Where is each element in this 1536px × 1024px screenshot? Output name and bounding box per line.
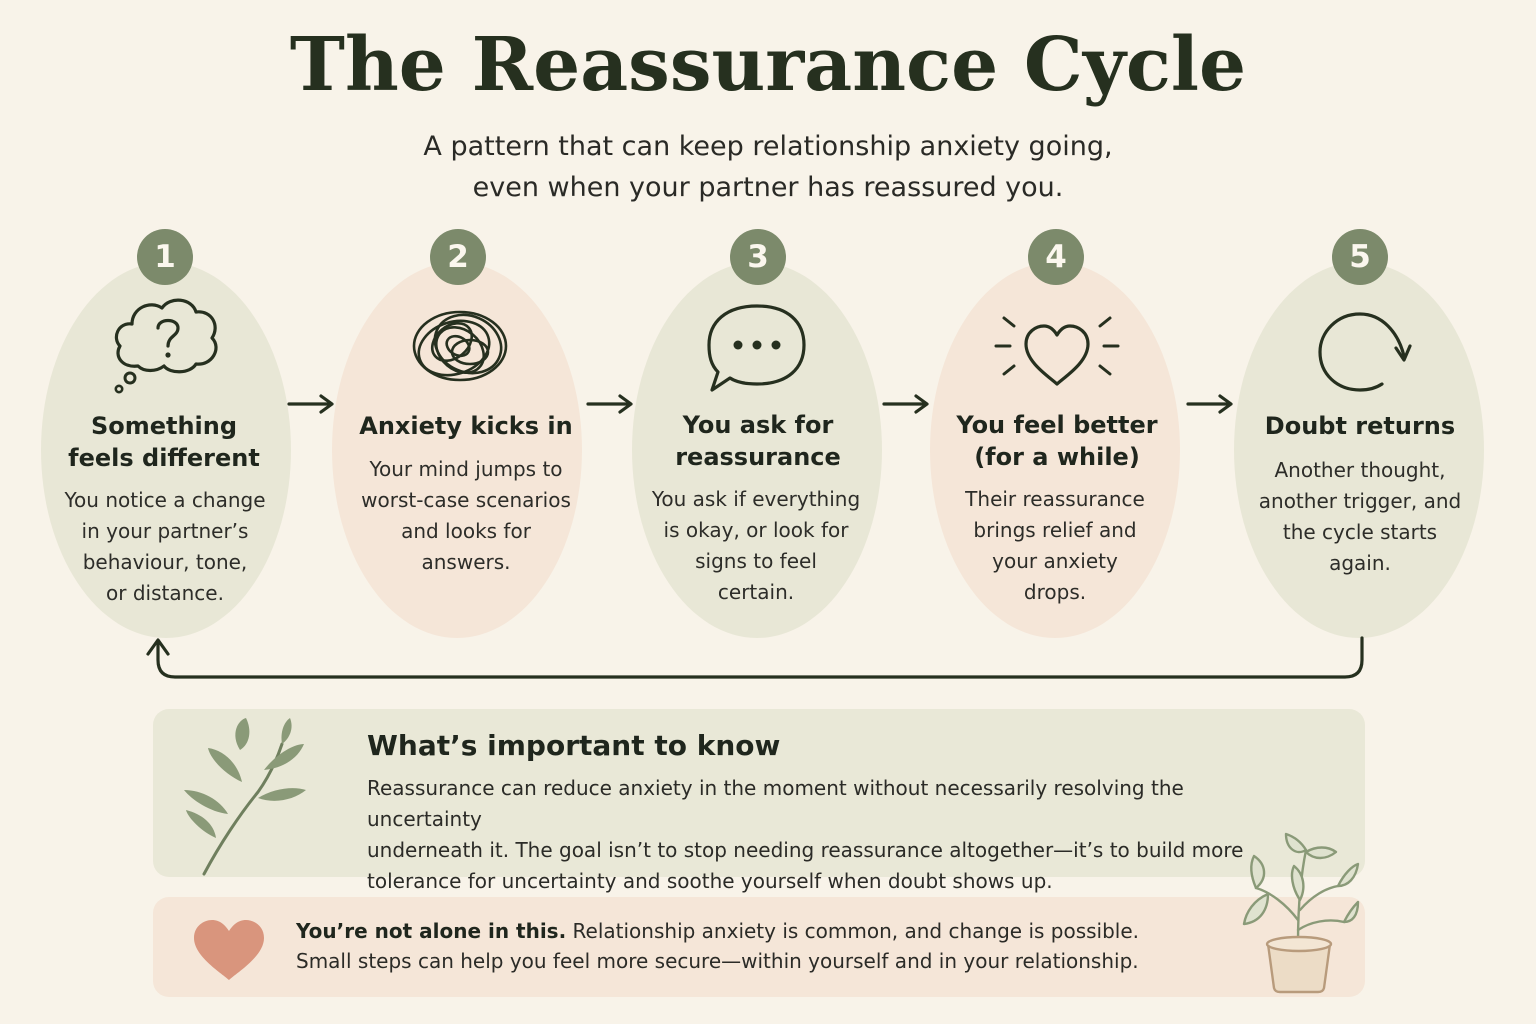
step-4-description: Their reassurance brings relief and your… xyxy=(937,484,1173,608)
encouragement-panel xyxy=(153,897,1365,997)
step-3-description-line: certain. xyxy=(717,580,795,604)
info-text: Reassurance can reduce anxiety in the mo… xyxy=(367,773,1267,897)
encouragement-text: You’re not alone in this. Relationship a… xyxy=(296,916,1196,976)
step-4-card xyxy=(930,262,1180,638)
step-2-description-line: answers. xyxy=(421,550,511,574)
step-3-description-line: is okay, or look for xyxy=(663,518,849,542)
step-1-title-line-2: feels different xyxy=(68,444,260,472)
encouragement-bold: You’re not alone in this. xyxy=(296,919,567,943)
circular-arrow-icon xyxy=(1318,312,1412,392)
step-2-description: Your mind jumps to worst-case scenarios … xyxy=(348,454,584,578)
arrow-right-icon xyxy=(287,394,334,414)
info-text-line: underneath it. The goal isn’t to stop ne… xyxy=(367,838,1244,862)
step-2-description-line: worst-case scenarios xyxy=(361,488,571,512)
step-2-card xyxy=(332,262,582,638)
step-3-description-line: You ask if everything xyxy=(651,487,861,511)
step-3-number-badge: 3 xyxy=(730,229,786,285)
encouragement-line-2: Small steps can help you feel more secur… xyxy=(296,949,1139,973)
step-1-description-line: You notice a change xyxy=(64,488,266,512)
step-5-description-line: again. xyxy=(1329,551,1391,575)
tangled-scribble-icon xyxy=(412,310,508,382)
step-1-description: You notice a change in your partner’s be… xyxy=(47,485,283,609)
info-text-line: tolerance for uncertainty and soothe you… xyxy=(367,869,1053,893)
step-4-title-line-2: (for a while) xyxy=(974,443,1140,471)
speech-bubble-icon xyxy=(707,304,806,392)
step-5-card xyxy=(1234,262,1484,638)
info-text-line: Reassurance can reduce anxiety in the mo… xyxy=(367,776,1184,831)
step-3-description: You ask if everything is okay, or look f… xyxy=(638,484,874,608)
arrow-right-icon xyxy=(586,394,633,414)
step-5-title-line-1: Doubt returns xyxy=(1264,412,1456,440)
step-3-title-line-1: You ask for xyxy=(682,411,834,439)
step-3-card xyxy=(632,262,882,638)
leaf-branch-icon xyxy=(184,718,306,876)
thought-cloud-question-icon xyxy=(114,298,218,394)
step-1-card xyxy=(41,262,291,638)
page-subtitle: A pattern that can keep relationship anx… xyxy=(318,126,1218,208)
step-2-description-line: Your mind jumps to xyxy=(369,457,563,481)
step-4-title-line-1: You feel better xyxy=(956,411,1158,439)
step-5-description-line: another trigger, and xyxy=(1258,489,1462,513)
step-4-description-line: Their reassurance xyxy=(965,487,1145,511)
step-1-title-line-1: Something xyxy=(90,412,238,440)
step-5-number-badge: 5 xyxy=(1332,229,1388,285)
step-1-title: Something feels different xyxy=(39,410,289,474)
subtitle-line-1: A pattern that can keep relationship anx… xyxy=(423,131,1113,162)
step-2-title-line-1: Anxiety kicks in xyxy=(359,412,573,440)
info-panel xyxy=(153,709,1365,877)
step-2-description-line: and looks for xyxy=(401,519,531,543)
step-4-description-line: brings relief and xyxy=(973,518,1137,542)
step-4-description-line: your anxiety xyxy=(992,549,1118,573)
step-5-description-line: the cycle starts xyxy=(1282,520,1438,544)
page-title: The Reassurance Cycle xyxy=(289,22,1247,108)
step-3-title-line-2: reassurance xyxy=(675,443,841,471)
step-5-description-line: Another thought, xyxy=(1274,458,1446,482)
step-5-description: Another thought, another trigger, and th… xyxy=(1242,455,1478,579)
subtitle-line-2: even when your partner has reassured you… xyxy=(472,172,1064,203)
encouragement-line-1-rest: Relationship anxiety is common, and chan… xyxy=(566,919,1140,943)
step-1-number-badge: 1 xyxy=(137,229,193,285)
step-1-description-line: behaviour, tone, xyxy=(82,550,248,574)
step-1-description-line: in your partner’s xyxy=(81,519,249,543)
step-4-number-badge: 4 xyxy=(1028,229,1084,285)
step-4-description-line: drops. xyxy=(1023,580,1087,604)
step-2-number-badge: 2 xyxy=(430,229,486,285)
arrow-right-icon xyxy=(882,394,929,414)
step-5-title: Doubt returns xyxy=(1235,410,1485,442)
arrow-right-icon xyxy=(1186,394,1233,414)
step-1-description-line: or distance. xyxy=(106,581,224,605)
encouragement-line-1: You’re not alone in this. Relationship a… xyxy=(296,916,1196,946)
step-2-title: Anxiety kicks in xyxy=(341,410,591,442)
step-4-title: You feel better (for a while) xyxy=(932,409,1182,473)
cycle-return-arrow xyxy=(146,636,1364,679)
step-3-title: You ask for reassurance xyxy=(633,409,883,473)
info-title: What’s important to know xyxy=(367,729,781,762)
step-3-description-line: signs to feel xyxy=(695,549,817,573)
heart-icon xyxy=(194,920,264,980)
potted-plant-icon xyxy=(1242,832,1360,994)
heart-glow-icon xyxy=(994,316,1120,386)
